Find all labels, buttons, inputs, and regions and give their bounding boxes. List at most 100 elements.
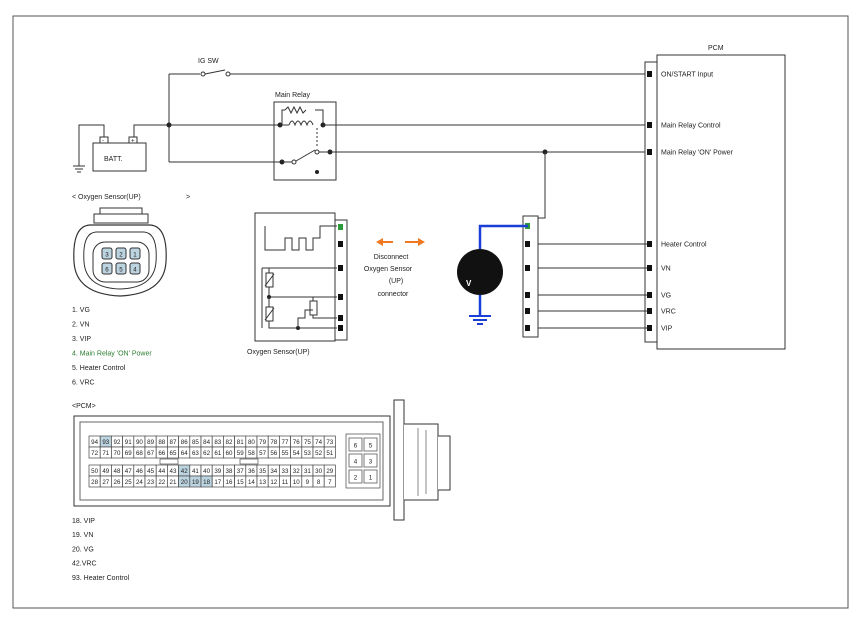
connector-title: < Oxygen Sensor(UP) [72, 194, 141, 201]
pcm-pin-vg [647, 292, 652, 298]
pcm-pin-item: 18. VIP [72, 518, 95, 525]
pcm-connector-pin-label: 24 [136, 479, 143, 486]
pcm-pin-item: 93. Heater Control [72, 575, 130, 582]
pcm-connector-pin-51 [323, 446, 336, 459]
ig-sw-label: IG SW [198, 58, 219, 65]
pcm-connector-title: <PCM> [72, 403, 96, 410]
pcm-pin-heater [647, 241, 652, 247]
pcm-connector-pin-label: 40 [203, 468, 210, 475]
pcm-connector-pin-label: 37 [237, 468, 244, 475]
pcm-connector-pin-label: 19 [192, 479, 199, 486]
pcm-connector-pin-label: 89 [147, 439, 154, 446]
battery-label: BATT. [104, 156, 123, 163]
pcm-pin-label-vrc: VRC [661, 309, 676, 316]
pcm-connector-pin-label: 80 [248, 439, 255, 446]
sensor-pin [338, 265, 343, 271]
pcm-connector-pin-label: 81 [237, 439, 244, 446]
pcm-pin-label-on_start: ON/START Input [661, 72, 713, 79]
connector-title-tail: > [186, 194, 190, 201]
pcm-connector-pin-label: 16 [226, 479, 233, 486]
pcm-connector-pin-label: 47 [125, 468, 132, 475]
sensor-pin-item: 1. VG [72, 307, 90, 314]
pcm-side-pin-1 [363, 469, 378, 484]
harness-pin [525, 325, 530, 331]
connector-pin-label: 3 [105, 252, 109, 259]
pcm-connector-pin-label: 86 [181, 439, 188, 446]
pcm-pin-label-vg: VG [661, 293, 671, 300]
pcm-side-pin-label: 5 [369, 443, 373, 450]
harness-pin [525, 308, 530, 314]
pcm-pin-item: 19. VN [72, 532, 93, 539]
pcm-connector-pin-label: 59 [237, 450, 244, 457]
pcm-connector-pin-label: 77 [282, 439, 289, 446]
connector-pin-label: 2 [119, 252, 123, 259]
pcm-connector-pin-label: 29 [326, 468, 333, 475]
diagram-frame [12, 15, 849, 609]
pcm-pin-label-vn: VN [661, 266, 671, 273]
harness-pin [525, 241, 530, 247]
pcm-connector-pin-label: 31 [304, 468, 311, 475]
pcm-connector-pin-label: 76 [293, 439, 300, 446]
pcm-connector-pin-label: 60 [226, 450, 233, 457]
sensor-circuit: V Disconnect Oxygen Sensor (UP) connecto… [247, 212, 539, 356]
disconnect-note: Disconnect Oxygen Sensor (UP) connector [364, 254, 414, 298]
pcm-connector-pin-label: 45 [147, 468, 154, 475]
pcm-connector-pin-label: 71 [102, 450, 109, 457]
pcm-connector-pin-label: 51 [326, 450, 333, 457]
pcm-pin-label-heater: Heater Control [661, 242, 707, 249]
pcm-connector-pin-label: 14 [248, 479, 255, 486]
harness-pin [525, 292, 530, 298]
main-relay [273, 101, 337, 181]
pcm-connector-pin-label: 9 [306, 479, 310, 486]
pcm-connector-pin-label: 82 [226, 439, 233, 446]
pcm-pin-vrc [647, 308, 652, 314]
pcm-side-pin-6 [348, 437, 363, 452]
pcm-connector-pin-label: 84 [203, 439, 210, 446]
connector-pin-6 [101, 262, 113, 275]
pcm-connector-pin-label: 58 [248, 450, 255, 457]
disconnect-arrows [376, 238, 425, 246]
pcm-connector-pin-label: 8 [317, 479, 321, 486]
pcm-connector-pin-label: 46 [136, 468, 143, 475]
pcm-connector-pin-label: 12 [270, 479, 277, 486]
pcm-side-pin-4 [348, 453, 363, 468]
pcm-connector-pin-label: 75 [304, 439, 311, 446]
connector-pin-label: 4 [133, 267, 137, 274]
pcm-connector-pin-label: 27 [102, 479, 109, 486]
pcm-pin-item: 42.VRC [72, 561, 97, 568]
pcm-connector-pin-label: 25 [125, 479, 132, 486]
pcm-connector-pin-label: 17 [214, 479, 221, 486]
pcm-pin-vn [647, 265, 652, 271]
sensor-pin [338, 325, 343, 331]
pcm-connector-pin-label: 70 [114, 450, 121, 457]
pcm-connector-pin-label: 10 [293, 479, 300, 486]
connector-pin-1 [129, 247, 141, 260]
pcm-connector-pin-label: 78 [270, 439, 277, 446]
pcm-connector-pin-label: 21 [170, 479, 177, 486]
pcm-connector-pin-label: 38 [226, 468, 233, 475]
pcm-connector-pin-label: 39 [214, 468, 221, 475]
pcm-side-pin-label: 2 [354, 475, 358, 482]
connector-pin-label: 5 [119, 267, 123, 274]
pcm-connector-pin-label: 26 [114, 479, 121, 486]
pcm-title: PCM [708, 45, 724, 52]
pcm-connector-pin-label: 65 [170, 450, 177, 457]
pcm-connector-pin-label: 69 [125, 450, 132, 457]
pcm-connector-pin-label: 91 [125, 439, 132, 446]
pcm-connector-pin-label: 85 [192, 439, 199, 446]
pcm-connector-pin-label: 41 [192, 468, 199, 475]
main-relay-label: Main Relay [275, 92, 311, 99]
connector-pin-label: 1 [133, 252, 137, 259]
sensor-pin-item: 6. VRC [72, 380, 95, 387]
pcm-side-pin-5 [363, 437, 378, 452]
pcm-connector-pin-label: 13 [259, 479, 266, 486]
connector-pin-4 [129, 262, 141, 275]
pcm-pin-label-vip: VIP [661, 326, 673, 333]
pcm-connector-pin-label: 28 [91, 479, 98, 486]
pcm-connector-pin-label: 52 [315, 450, 322, 457]
connector-pin-5 [115, 262, 127, 275]
